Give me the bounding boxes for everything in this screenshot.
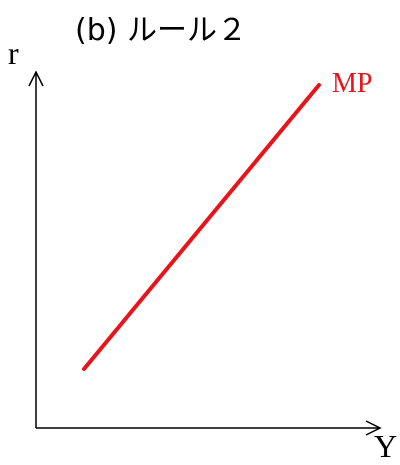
x-axis-arrow: [365, 420, 382, 436]
y-axis-arrow: [28, 70, 44, 87]
diagram-title: (b) ルール２: [75, 13, 247, 48]
mp-curve-line: [82, 83, 321, 371]
mp-curve-label: MP: [332, 68, 372, 99]
x-axis-label: Y: [374, 428, 397, 464]
y-axis: r: [8, 35, 44, 428]
y-axis-label: r: [8, 35, 19, 71]
x-axis: Y: [36, 420, 397, 464]
mp-curve: MP: [82, 68, 372, 371]
